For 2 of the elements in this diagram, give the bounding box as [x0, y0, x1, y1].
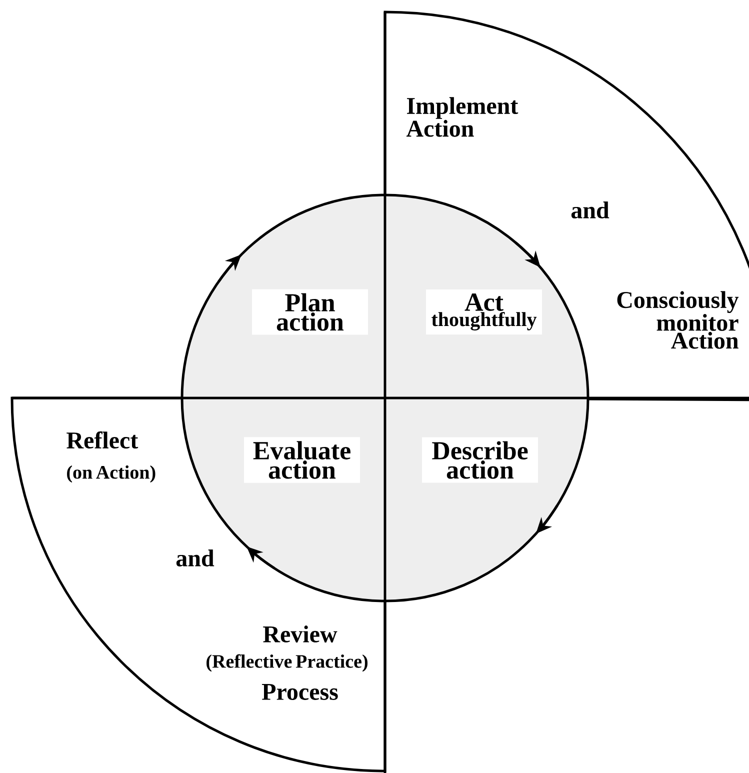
step-label: Act thoughtfully	[426, 290, 542, 334]
step-label: Evaluate action	[244, 437, 360, 483]
